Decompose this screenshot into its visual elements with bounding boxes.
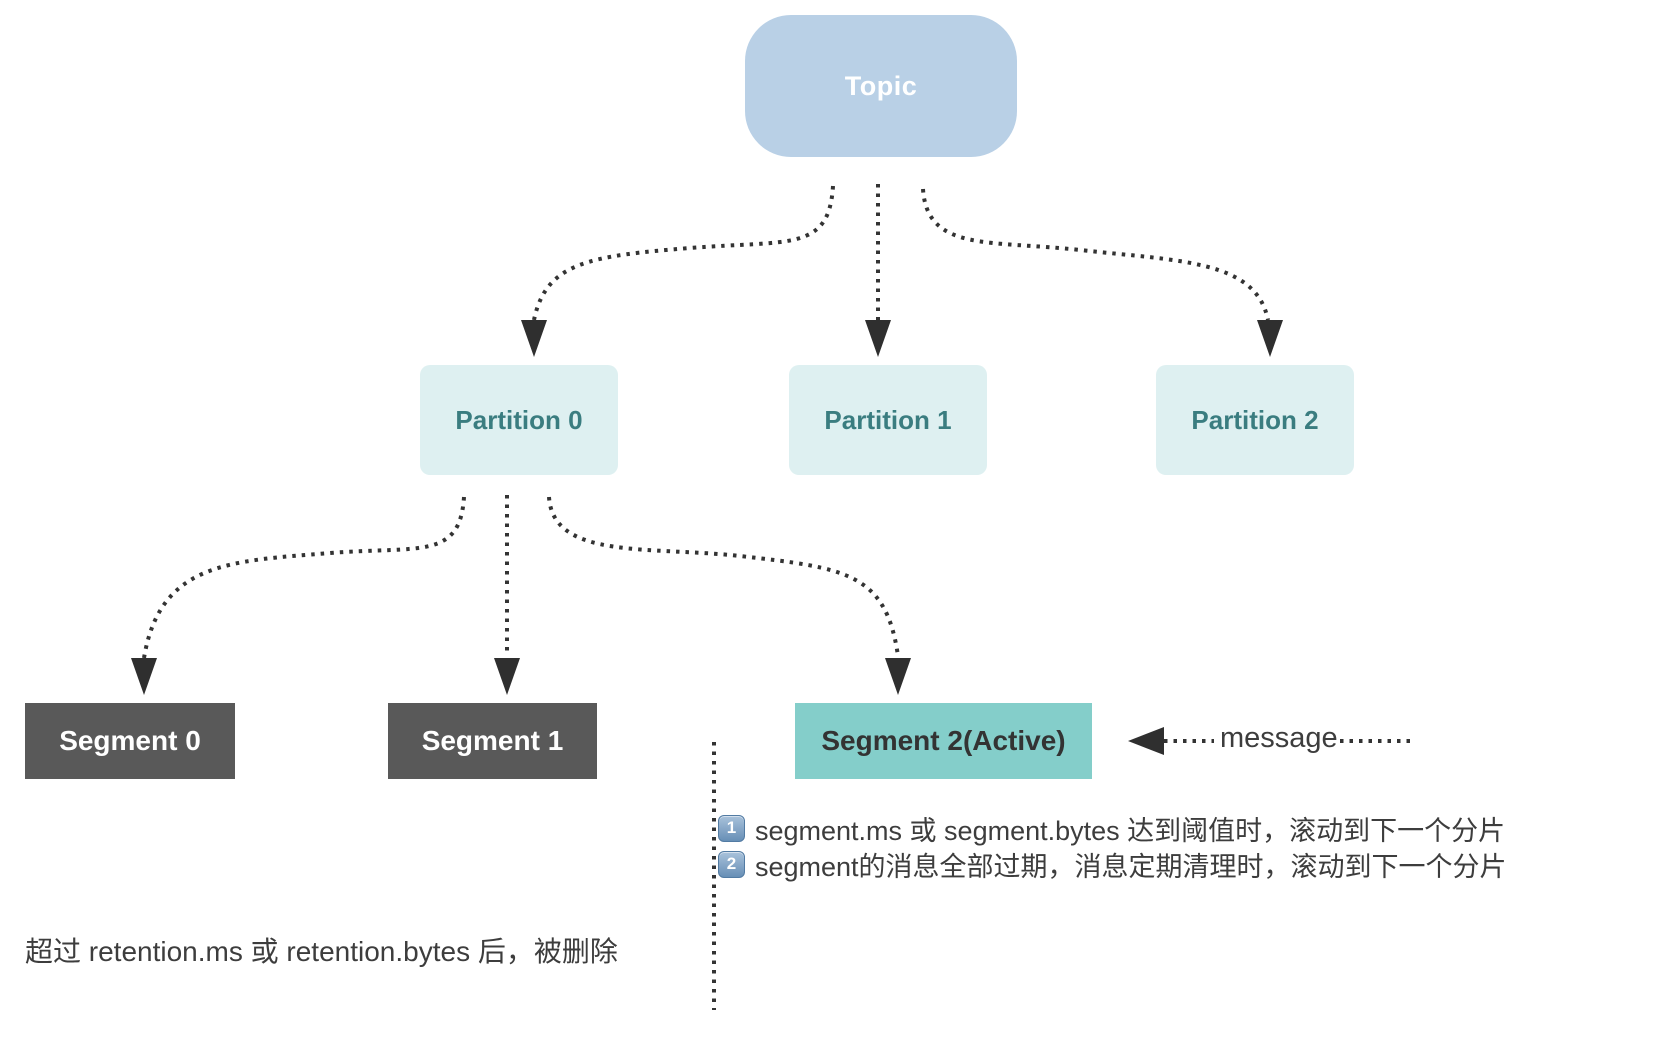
topic-to-partition0-arrow <box>532 185 835 321</box>
topic-to-partition2-arrow <box>921 188 1270 321</box>
retention-note: 超过 retention.ms 或 retention.bytes 后，被删除 <box>25 936 618 967</box>
note-1-badge-icon: 1 <box>718 814 745 842</box>
note-2-text: segment的消息全部过期，消息定期清理时，滚动到下一个分片 <box>755 851 1507 882</box>
partition-2-node: Partition 2 <box>1156 365 1354 475</box>
partition-1-node: Partition 1 <box>789 365 987 475</box>
segment-2-active-node: Segment 2(Active) <box>795 703 1092 779</box>
segment-roll-notes: 1 segment.ms 或 segment.bytes 达到阈值时，滚动到下一… <box>718 810 1507 882</box>
segment-1-node: Segment 1 <box>388 703 597 779</box>
arrowhead-segment1 <box>494 658 520 695</box>
partition0-to-segment0-arrow <box>142 496 466 659</box>
note-2-badge-icon: 2 <box>718 850 745 878</box>
note-row-1: 1 segment.ms 或 segment.bytes 达到阈值时，滚动到下一… <box>718 810 1507 846</box>
partition0-to-segment2-arrow <box>547 496 900 657</box>
message-label: message <box>1220 722 1338 754</box>
arrowhead-message-left <box>1128 727 1164 755</box>
note-row-2: 2 segment的消息全部过期，消息定期清理时，滚动到下一个分片 <box>718 846 1507 882</box>
segment-0-node: Segment 0 <box>25 703 235 779</box>
note-1-text: segment.ms 或 segment.bytes 达到阈值时，滚动到下一个分… <box>755 815 1506 846</box>
arrowhead-segment0 <box>131 658 157 695</box>
topic-node: Topic <box>745 15 1017 157</box>
arrowhead-partition0 <box>521 320 547 357</box>
arrowhead-partition1 <box>865 320 891 357</box>
arrowhead-partition2 <box>1257 320 1283 357</box>
arrowhead-segment2 <box>885 658 911 695</box>
partition-0-node: Partition 0 <box>420 365 618 475</box>
